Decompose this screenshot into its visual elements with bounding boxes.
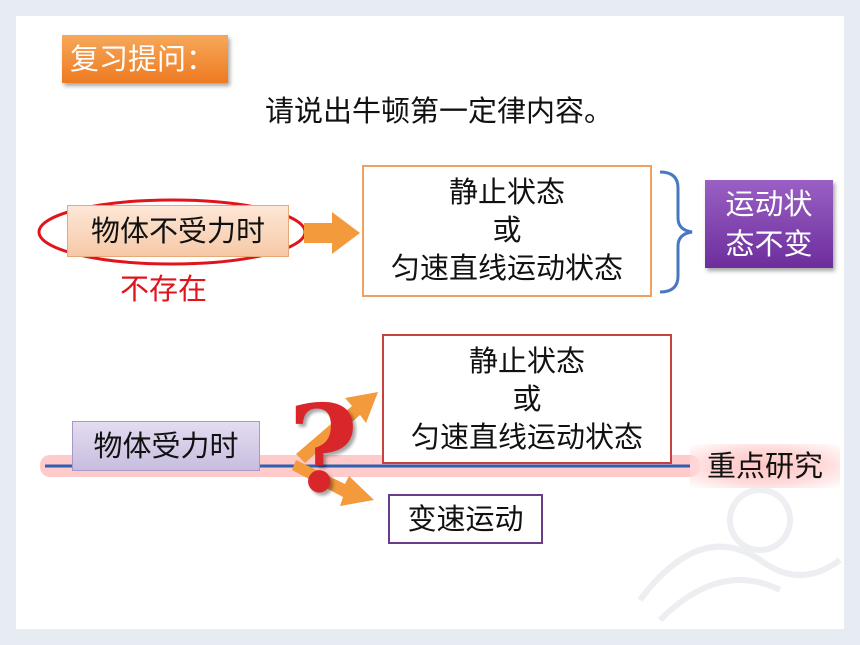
right-arrow-icon <box>304 212 360 254</box>
result-line: 静止状态 <box>448 175 565 209</box>
result-line: 匀速直线运动状态 <box>410 420 643 454</box>
branch-arrows-icon <box>292 392 378 506</box>
with-force-label: 物体受力时 <box>72 421 260 471</box>
with-force-result-box: 静止状态 或 匀速直线运动状态 <box>382 334 672 464</box>
variable-motion-box: 变速运动 <box>388 494 543 544</box>
result-line: 或 <box>492 213 522 247</box>
no-force-label: 物体不受力时 <box>67 205 289 257</box>
watermark-hands-icon <box>637 487 842 623</box>
result-line: 静止状态 <box>468 344 585 378</box>
key-study-label: 重点研究 <box>690 444 840 488</box>
brace-icon <box>659 170 693 294</box>
not-exist-note: 不存在 <box>120 272 208 306</box>
question-mark-icon: ? <box>288 379 359 520</box>
conclusion-line: 态不变 <box>725 227 813 261</box>
result-line: 匀速直线运动状态 <box>390 251 623 285</box>
conclusion-line: 运动状 <box>725 187 813 221</box>
review-title: 复习提问： <box>62 35 228 83</box>
no-force-result-box: 静止状态 或 匀速直线运动状态 <box>362 165 652 297</box>
question-text: 请说出牛顿第一定律内容。 <box>265 94 614 128</box>
motion-unchanged-tag: 运动状 态不变 <box>705 180 833 268</box>
result-line: 或 <box>512 382 542 416</box>
